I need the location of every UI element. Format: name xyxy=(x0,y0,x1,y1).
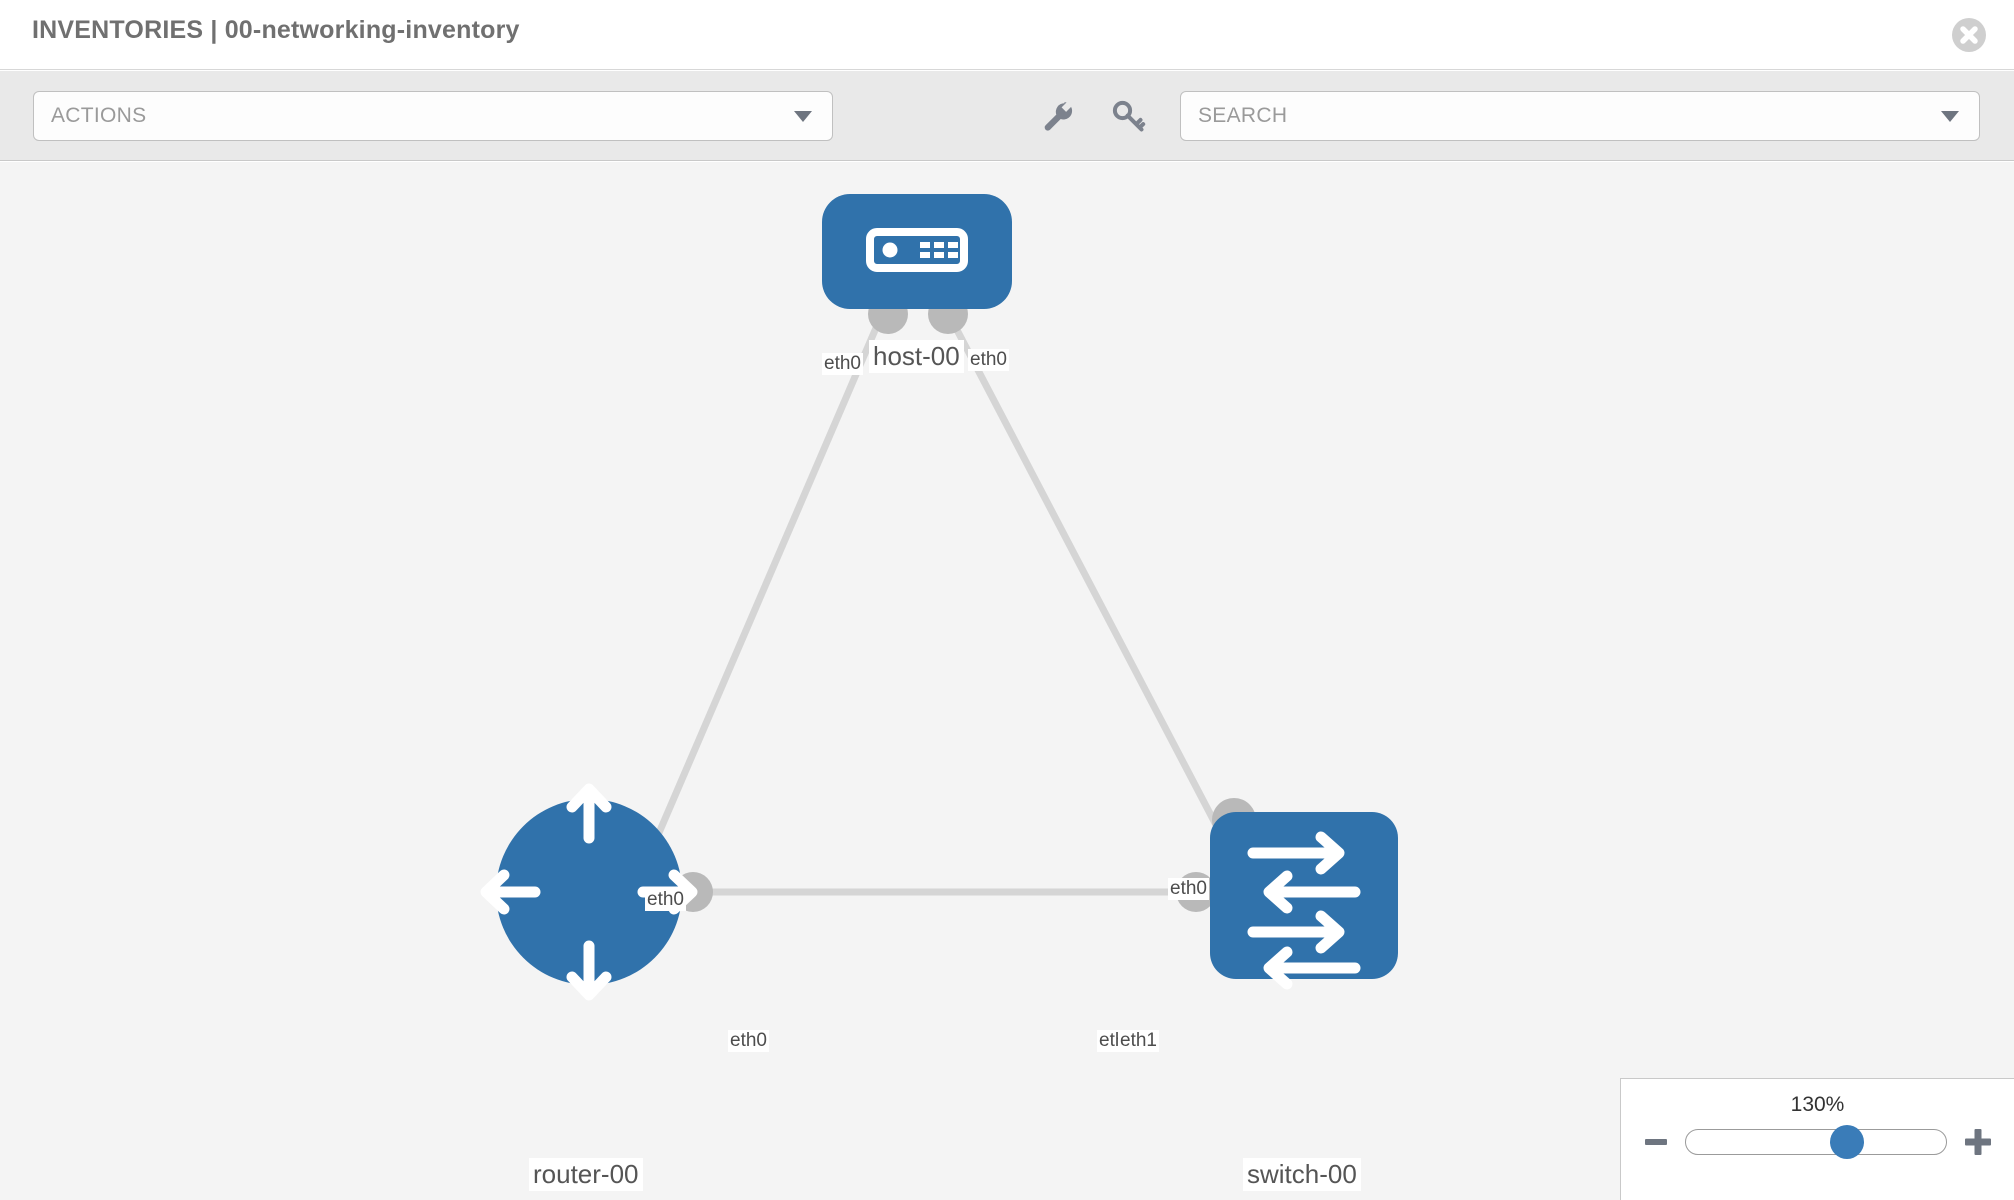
wrench-icon[interactable] xyxy=(1040,98,1076,134)
node-label-host-00: host-00 xyxy=(869,340,964,373)
zoom-slider-thumb[interactable] xyxy=(1829,1125,1864,1159)
close-icon xyxy=(1960,26,1978,44)
toolbar-icon-group xyxy=(1040,91,1146,141)
node-router-00[interactable] xyxy=(480,783,698,1001)
iface-label: eth0 xyxy=(728,1030,769,1052)
close-button[interactable] xyxy=(1952,18,1986,52)
search-dropdown[interactable]: SEARCH xyxy=(1180,91,1980,141)
node-label-router-00: router-00 xyxy=(529,1158,643,1191)
switch-arrows-icon xyxy=(1247,831,1361,990)
zoom-panel: 130% xyxy=(1620,1078,2014,1200)
topology-graph xyxy=(480,194,1398,1001)
node-host-00[interactable] xyxy=(822,194,1012,309)
link-host-router[interactable] xyxy=(636,305,889,879)
iface-label: eth0 xyxy=(968,349,1009,371)
chevron-down-icon xyxy=(1941,110,1959,122)
toolbar: ACTIONS SEARCH xyxy=(0,71,2014,161)
iface-label: eth0 xyxy=(822,353,863,375)
link-host-switch[interactable] xyxy=(941,305,1242,869)
chevron-down-icon xyxy=(794,110,812,122)
page-title: INVENTORIES | 00-networking-inventory xyxy=(32,16,520,44)
node-switch-00[interactable] xyxy=(1210,812,1398,990)
actions-dropdown[interactable]: ACTIONS xyxy=(33,91,833,141)
minus-icon[interactable] xyxy=(1643,1129,1669,1155)
server-icon xyxy=(866,228,968,272)
plus-icon[interactable] xyxy=(1963,1127,1993,1157)
page-header: INVENTORIES | 00-networking-inventory xyxy=(0,0,2014,70)
router-arrows-icon xyxy=(480,783,698,1001)
node-label-switch-00: switch-00 xyxy=(1243,1158,1361,1191)
iface-label: eth0 xyxy=(1168,878,1209,900)
topology-canvas[interactable]: eth0 eth0 eth0 eth0 eth0 eth eth1 host-0… xyxy=(0,162,2014,1200)
zoom-slider[interactable] xyxy=(1684,1125,1947,1159)
zoom-controls xyxy=(1621,1125,2014,1159)
key-icon[interactable] xyxy=(1110,98,1146,134)
iface-label: eth0 xyxy=(645,889,686,911)
zoom-level-value: 130% xyxy=(1790,1093,1845,1116)
actions-dropdown-label: ACTIONS xyxy=(51,104,147,127)
iface-label: eth1 xyxy=(1118,1030,1159,1052)
search-input[interactable]: SEARCH xyxy=(1198,104,1288,127)
topology-links xyxy=(636,305,1250,896)
